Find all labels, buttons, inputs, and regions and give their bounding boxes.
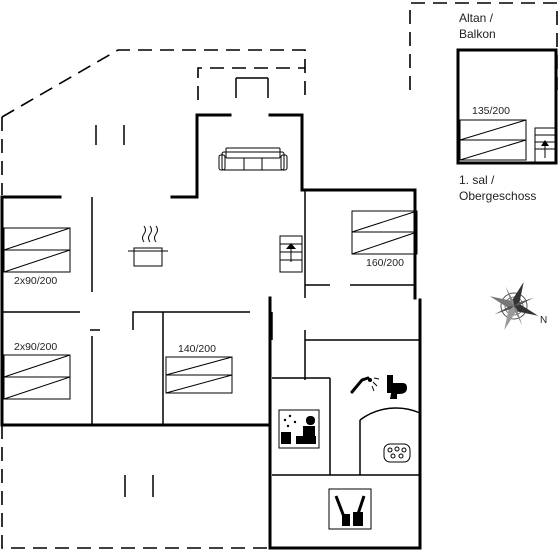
- sauna-icon: [278, 409, 320, 449]
- internal-walls: [2, 77, 421, 497]
- compass-north-label: N: [540, 315, 548, 326]
- toilet-icon: [387, 375, 407, 399]
- bed-4: [351, 210, 418, 255]
- whirlpool-icon: [383, 443, 411, 463]
- balcony-label-line2: Balkon: [459, 26, 496, 41]
- bed-2: [3, 354, 71, 400]
- stairs-icon: [534, 127, 556, 163]
- bed-4-label: 160/200: [366, 257, 404, 269]
- floor-label: 1. sal / Obergeschoss: [459, 173, 536, 204]
- floor-label-line2: Obergeschoss: [459, 188, 537, 203]
- sofa-icon: [218, 147, 288, 171]
- bed-1: [3, 227, 71, 273]
- bed-2-label: 2x90/200: [14, 341, 58, 353]
- cooking-pot-icon: [128, 225, 168, 267]
- bed-5: [459, 119, 527, 161]
- bed-3: [165, 356, 233, 394]
- balcony-label-line1: Altan /: [459, 11, 494, 25]
- utility-room-icon: [328, 488, 372, 530]
- floor-label-line1: 1. sal /: [459, 173, 495, 187]
- stairs-up-icon: [279, 235, 303, 273]
- bed-5-label: 135/200: [472, 105, 510, 117]
- shower-icon: [350, 376, 380, 394]
- compass-rose-icon: [489, 281, 539, 331]
- bed-3-label: 140/200: [178, 343, 216, 355]
- bed-1-label: 2x90/200: [14, 275, 58, 287]
- balcony-label: Altan / Balkon: [459, 11, 496, 42]
- walls: [0, 48, 558, 550]
